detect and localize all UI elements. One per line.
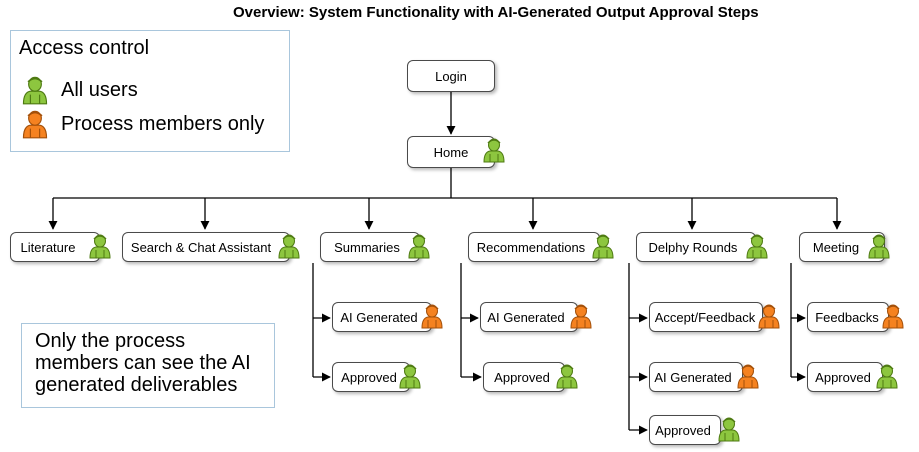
node-summaries-approved-label: Approved [341, 369, 397, 385]
user-green-icon [746, 234, 768, 259]
user-green-icon [876, 364, 898, 389]
user-green-icon [399, 364, 421, 389]
node-delphy-rounds-label: Delphy Rounds [648, 239, 738, 255]
user-orange-icon [421, 304, 443, 329]
note-box: Only the process members can see the AI … [21, 323, 275, 408]
node-meeting-label: Meeting [812, 239, 860, 255]
node-literature[interactable]: Literature [10, 232, 100, 262]
node-delphy-ai-generated-label: AI Generated [654, 369, 732, 385]
user-green-icon [408, 234, 430, 259]
legend-label-process-members: Process members only [61, 112, 265, 135]
note-line: members can see the AI [35, 352, 251, 374]
user-orange-icon [22, 110, 48, 139]
access-control-legend: Access control All users Process members… [10, 30, 290, 152]
node-summaries[interactable]: Summaries [320, 232, 420, 262]
node-search-chat-assistant-label: Search & Chat Assistant [130, 239, 272, 255]
node-meeting-feedbacks[interactable]: Feedbacks [807, 302, 889, 332]
node-summaries-approved[interactable]: Approved [332, 362, 410, 392]
user-orange-icon [882, 304, 904, 329]
node-delphy-accept-feedback[interactable]: Accept/Feedback [649, 302, 763, 332]
node-home[interactable]: Home [407, 136, 495, 168]
user-green-icon [22, 76, 48, 105]
page-title: Overview: System Functionality with AI-G… [233, 4, 759, 21]
user-green-icon [718, 417, 740, 442]
node-login[interactable]: Login [407, 60, 495, 92]
user-green-icon [278, 234, 300, 259]
node-delphy-rounds[interactable]: Delphy Rounds [636, 232, 756, 262]
node-literature-label: Literature [20, 239, 76, 255]
node-delphy-ai-generated[interactable]: AI Generated [649, 362, 743, 392]
node-search-chat-assistant[interactable]: Search & Chat Assistant [122, 232, 290, 262]
user-orange-icon [758, 304, 780, 329]
node-recommendations-label: Recommendations [476, 239, 586, 255]
user-green-icon [89, 234, 111, 259]
note-line: Only the process [35, 330, 186, 352]
node-meeting-approved[interactable]: Approved [807, 362, 883, 392]
node-recommendations-ai-generated[interactable]: AI Generated [480, 302, 578, 332]
user-orange-icon [570, 304, 592, 329]
node-recommendations-approved[interactable]: Approved [483, 362, 565, 392]
legend-item-process-members: Process members only [19, 109, 264, 139]
node-home-label: Home [433, 144, 469, 160]
node-summaries-ai-generated-label: AI Generated [340, 309, 418, 325]
node-recommendations[interactable]: Recommendations [468, 232, 600, 262]
node-delphy-approved[interactable]: Approved [649, 415, 721, 445]
node-meeting-approved-label: Approved [815, 369, 871, 385]
user-green-icon [592, 234, 614, 259]
legend-item-all-users: All users [19, 75, 138, 105]
user-green-icon [483, 138, 505, 163]
node-recommendations-approved-label: Approved [494, 369, 550, 385]
user-green-icon [868, 234, 890, 259]
legend-label-all-users: All users [61, 78, 138, 101]
node-summaries-label: Summaries [334, 239, 400, 255]
user-orange-icon [737, 364, 759, 389]
legend-heading: Access control [19, 37, 150, 59]
node-login-label: Login [435, 68, 467, 84]
node-recommendations-ai-generated-label: AI Generated [487, 309, 565, 325]
node-delphy-approved-label: Approved [655, 422, 711, 438]
node-meeting-feedbacks-label: Feedbacks [815, 309, 879, 325]
node-delphy-accept-feedback-label: Accept/Feedback [654, 309, 756, 325]
note-line: generated deliverables [35, 374, 238, 396]
node-summaries-ai-generated[interactable]: AI Generated [332, 302, 432, 332]
user-green-icon [556, 364, 578, 389]
